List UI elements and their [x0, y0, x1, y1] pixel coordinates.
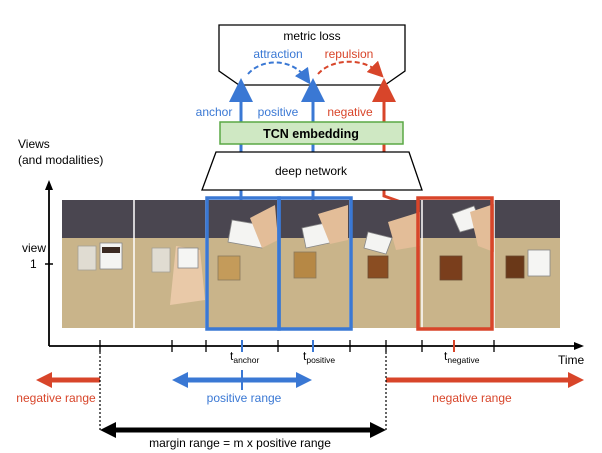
t-negative-label: tnegative	[444, 349, 480, 365]
t-anchor-label: tanchor	[230, 349, 260, 365]
yaxis-label-line2: (and modalities)	[18, 153, 103, 167]
tcn-embedding-label: TCN embedding	[263, 127, 359, 141]
repulsion-label: repulsion	[325, 47, 374, 61]
repulsion-arc	[317, 60, 384, 78]
view-number: 1	[30, 257, 37, 271]
deep-network-label: deep network	[275, 164, 348, 178]
positive-range-label: positive range	[207, 391, 282, 405]
margin-range-label: margin range = m x positive range	[149, 436, 331, 450]
positive-frame-highlight	[277, 196, 353, 331]
negative-range-left-label: negative range	[16, 391, 96, 405]
attraction-arc	[247, 61, 311, 85]
view-label: view	[22, 241, 46, 255]
negative-frame-highlight	[416, 196, 494, 331]
time-label: Time	[558, 353, 585, 367]
yaxis-label-line1: Views	[18, 137, 50, 151]
negative-range-right-label: negative range	[432, 391, 512, 405]
positive-label: positive	[258, 105, 299, 119]
negative-label: negative	[327, 105, 373, 119]
attraction-label: attraction	[253, 47, 302, 61]
deep-network-block	[201, 151, 423, 191]
metric-loss-label: metric loss	[283, 29, 340, 43]
video-frames	[62, 200, 560, 328]
t-positive-label: tpositive	[303, 349, 335, 365]
tcn-embedding-box	[219, 121, 404, 145]
anchor-label: anchor	[196, 105, 233, 119]
